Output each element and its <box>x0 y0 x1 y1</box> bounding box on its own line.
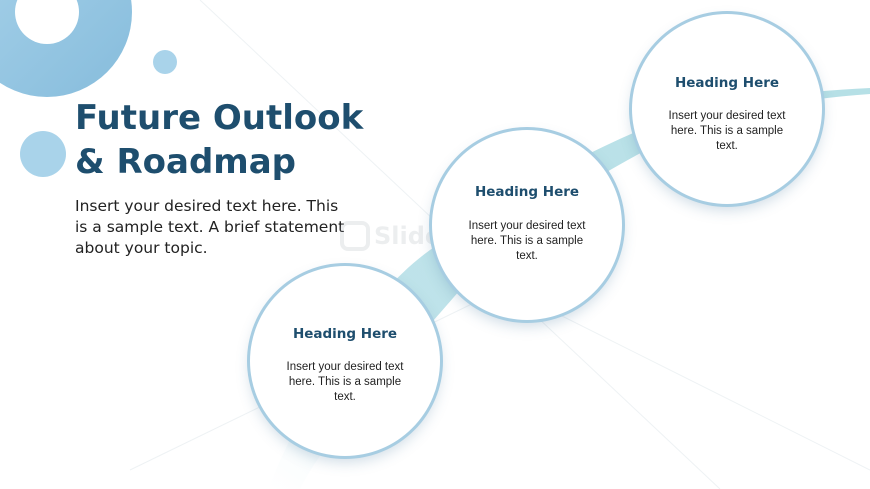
roadmap-step-2: Heading Here Insert your desired text he… <box>432 130 622 320</box>
step-body: Insert your desired text here. This is a… <box>468 220 586 262</box>
step-heading: Heading Here <box>674 75 780 91</box>
step-body: Insert your desired text here. This is a… <box>286 361 404 403</box>
step-body: Insert your desired text here. This is a… <box>668 110 786 152</box>
title-line-1: Future Outlook <box>75 98 364 138</box>
decor-bubble-medium <box>20 131 66 177</box>
step-heading: Heading Here <box>292 326 398 342</box>
step-heading: Heading Here <box>474 184 580 200</box>
page-title: Future Outlook & Roadmap <box>75 96 395 184</box>
roadmap-step-1: Heading Here Insert your desired text he… <box>250 266 440 456</box>
title-line-2: & Roadmap <box>75 142 297 182</box>
decor-line <box>529 299 870 471</box>
watermark-logo-icon <box>340 221 370 251</box>
page-description: Insert your desired text here. This is a… <box>75 197 345 257</box>
roadmap-step-3: Heading Here Insert your desired text he… <box>632 14 822 204</box>
decor-ring-hole <box>15 0 79 44</box>
decor-bubble-small <box>153 50 177 74</box>
